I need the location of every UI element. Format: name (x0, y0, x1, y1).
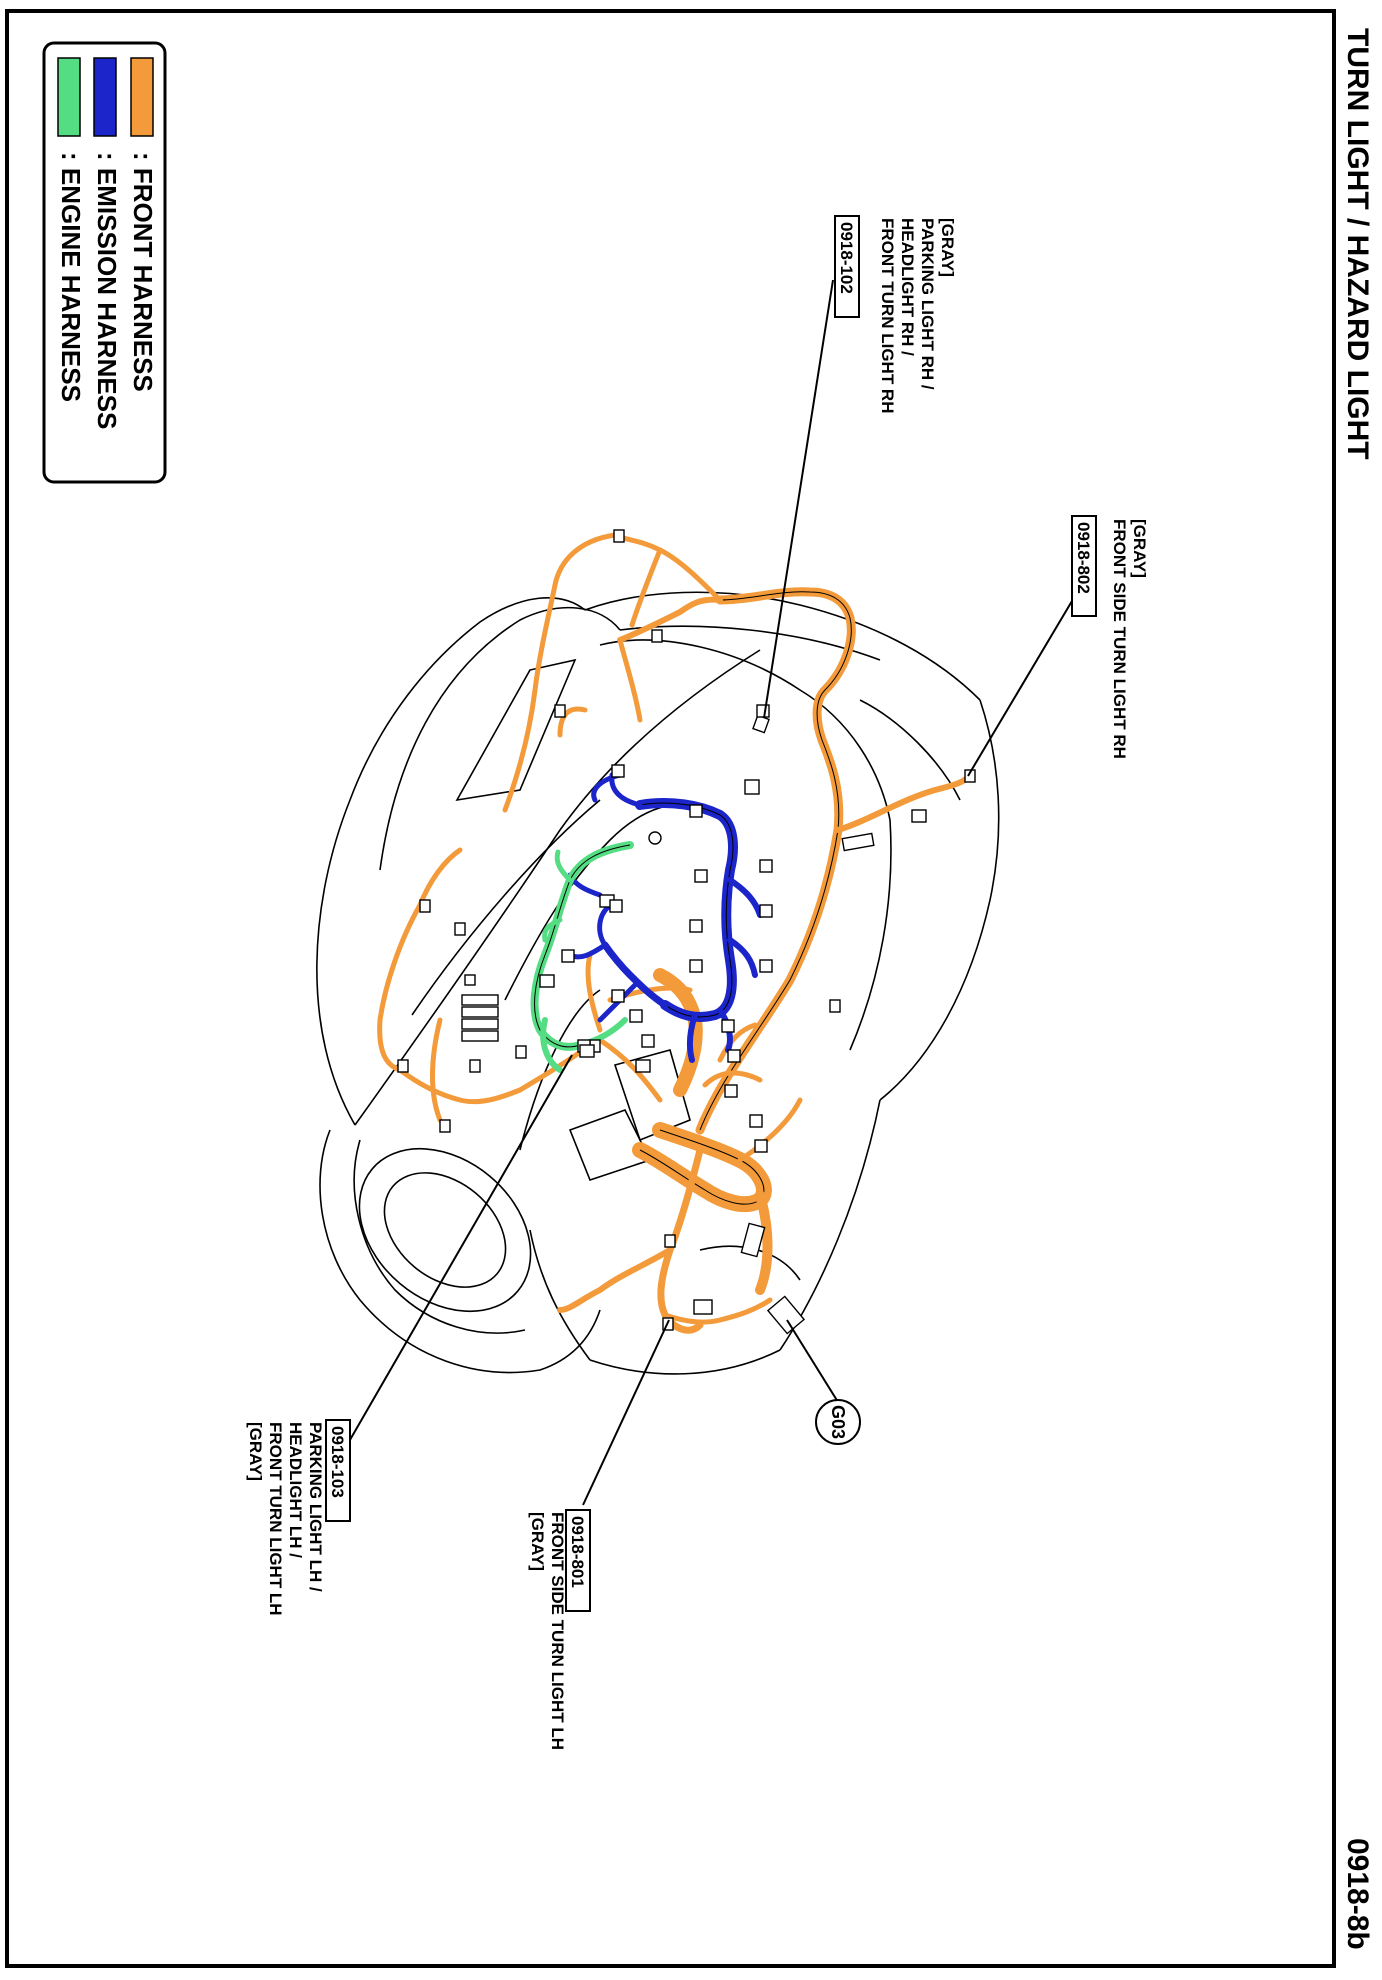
legend-label-front: : FRONT HARNESS (128, 152, 158, 392)
legend-label-engine: : ENGINE HARNESS (56, 152, 86, 402)
ground-label: G03 (828, 1405, 848, 1439)
code-0918-801: 0918-801 (568, 1516, 587, 1588)
code-box-0918-802 (1071, 515, 1097, 617)
callout-0918-102: 0918-102 [GRAY] PARKING LIGHT RH / HEADL… (834, 215, 957, 413)
legend-swatch-emission (93, 57, 117, 137)
leader-0918-801 (582, 1319, 670, 1506)
legend-swatch-engine (57, 57, 81, 137)
front-harness (377, 532, 973, 1334)
page-title: TURN LIGHT / HAZARD LIGHT (1341, 28, 1374, 460)
legend-label-emission: : EMISSION HARNESS (92, 152, 122, 429)
callout-0918-103: 0918-103 PARKING LIGHT LH / HEADLIGHT LH… (246, 1419, 351, 1616)
code-box-0918-103 (325, 1419, 351, 1522)
label-0918-103-line2: HEADLIGHT LH / (286, 1422, 305, 1558)
label-0918-103-line1: PARKING LIGHT LH / (306, 1422, 325, 1592)
label-0918-102-line1: [GRAY] (938, 218, 957, 277)
label-0918-801-line2: [GRAY] (528, 1512, 547, 1571)
callout-0918-802: 0918-802 [GRAY] FRONT SIDE TURN LIGHT RH (1071, 515, 1149, 759)
legend-swatch-front (130, 57, 154, 137)
label-0918-801-line1: FRONT SIDE TURN LIGHT LH (548, 1512, 567, 1750)
label-0918-103-line3: FRONT TURN LIGHT LH (266, 1422, 285, 1616)
ground-circle (815, 1399, 861, 1445)
code-0918-102: 0918-102 (837, 222, 856, 294)
label-0918-102-line3: HEADLIGHT RH / (898, 218, 917, 356)
leader-0918-103 (342, 1054, 573, 1453)
label-0918-102-line4: FRONT TURN LIGHT RH (878, 218, 897, 413)
label-0918-103-line4: [GRAY] (246, 1422, 265, 1481)
label-0918-102-line2: PARKING LIGHT RH / (918, 218, 937, 390)
callout-0918-801: 0918-801 FRONT SIDE TURN LIGHT LH [GRAY] (528, 1509, 591, 1750)
code-box-0918-102 (834, 215, 860, 318)
legend: : FRONT HARNESS : EMISSION HARNESS : ENG… (42, 41, 167, 484)
code-box-0918-801 (565, 1509, 591, 1612)
leader-g03 (786, 1319, 839, 1403)
harness-connectors (397, 529, 976, 1335)
code-0918-103: 0918-103 (328, 1426, 347, 1498)
label-0918-802-line1: [GRAY] (1130, 519, 1149, 578)
page-frame (5, 9, 1336, 1968)
leader-0918-102 (763, 279, 834, 719)
label-0918-802-line2: FRONT SIDE TURN LIGHT RH (1110, 519, 1129, 759)
page-code: 0918-8b (1341, 1838, 1374, 1950)
ground-g03: G03 (815, 1399, 861, 1445)
code-0918-802: 0918-802 (1074, 522, 1093, 594)
legend-box (42, 41, 167, 484)
leader-0918-802 (967, 600, 1073, 777)
